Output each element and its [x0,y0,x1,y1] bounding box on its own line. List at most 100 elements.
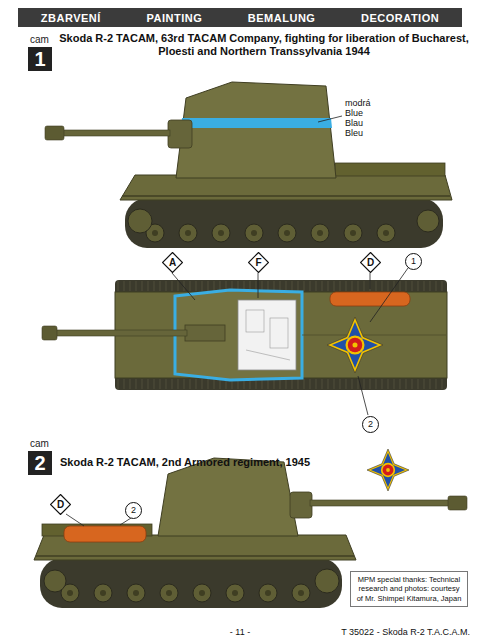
track-link [340,379,341,389]
track-link [184,379,185,389]
track-link [178,379,179,389]
track-link [436,281,437,291]
track-link [214,281,215,291]
track-link [280,379,281,389]
color-name: Blue [345,108,395,119]
track-link [394,281,395,291]
roundel-ring [345,335,364,354]
track-link [352,281,353,291]
color-name: Bleu [345,128,395,139]
track-link [196,379,197,389]
side-view-1 [45,82,452,248]
color-callout-diamond: A [162,252,183,273]
track-link [148,281,149,291]
road-wheel [278,224,296,242]
road-wheel [311,224,329,242]
roundel-star [327,317,383,373]
color-callout-diamond: D [50,494,71,515]
track-link [412,281,413,291]
track-link [142,281,143,291]
track-link [136,379,137,389]
road-wheel [160,584,178,602]
header-word: ZBARVENÍ [41,12,101,24]
track-link [208,281,209,291]
roundel-star [371,453,405,487]
callout-number: 2 [126,503,141,518]
track-link [370,379,371,389]
wheel-hub [133,590,139,596]
track-link [208,379,209,389]
diamond-shape [51,495,71,515]
track-link [172,281,173,291]
track-link [334,379,335,389]
wheel-hub [298,590,304,596]
track-link [292,379,293,389]
track-link [268,281,269,291]
wheel-hub [100,590,106,596]
track-link [424,379,425,389]
wheel-hub [284,230,290,236]
color-callout-diamond: F [248,252,269,273]
track-link [328,281,329,291]
track-link [190,281,191,291]
color-name: Blau [345,118,395,129]
road-wheel [259,584,277,602]
decal-callout-circle: 2 [362,416,379,433]
track-link [400,379,401,389]
track-link [136,281,137,291]
track-link [430,281,431,291]
top-view-1 [42,268,447,491]
wheel-hub [199,590,205,596]
track-link [214,379,215,389]
track-link [154,281,155,291]
road-wheel [212,224,230,242]
wheel-hub [67,590,73,596]
track-link [190,379,191,389]
road-wheel [127,584,145,602]
scheme-label: cam [30,438,49,449]
road-wheel [344,224,362,242]
track-link [364,281,365,291]
scheme-number-box: cam1 [28,47,52,71]
road-wheel [179,224,197,242]
scheme-number-box: cam2 [28,451,52,475]
scheme-label: cam [30,34,49,45]
track-link [130,281,131,291]
track-link [352,379,353,389]
callout-letter: A [162,252,183,273]
wheel-hub [317,230,323,236]
roundel-center [348,338,363,353]
header-word: DECORATION [361,12,439,24]
track-link [346,281,347,291]
track-link [406,281,407,291]
track-link [442,281,443,291]
track-link [274,281,275,291]
track-link [202,281,203,291]
track-link [394,379,395,389]
wheel-hub [218,230,224,236]
side-view-2 [34,458,467,608]
wheel-hub [152,230,158,236]
track-link [322,379,323,389]
track-link [184,281,185,291]
track-link [268,379,269,389]
track-link [142,379,143,389]
track-link [400,281,401,291]
roundel-ring [381,463,395,477]
track-link [118,379,119,389]
track-link [280,281,281,291]
track-link [364,379,365,389]
callout-letter: D [50,494,71,515]
credit-text: MPM special thanks: Technical research a… [355,575,463,603]
road-wheel [292,584,310,602]
track-link [316,281,317,291]
idler [44,570,66,592]
callout-letter: F [248,252,269,273]
track-link [418,281,419,291]
kit-code: T 35022 - Skoda R-2 T.A.C.A.M. [270,627,470,638]
callout-number: 2 [363,417,378,432]
color-name: modrá [345,98,395,109]
scheme-title: Skoda R-2 TACAM, 63rd TACAM Company, fig… [58,32,470,58]
wheel-hub [383,230,389,236]
